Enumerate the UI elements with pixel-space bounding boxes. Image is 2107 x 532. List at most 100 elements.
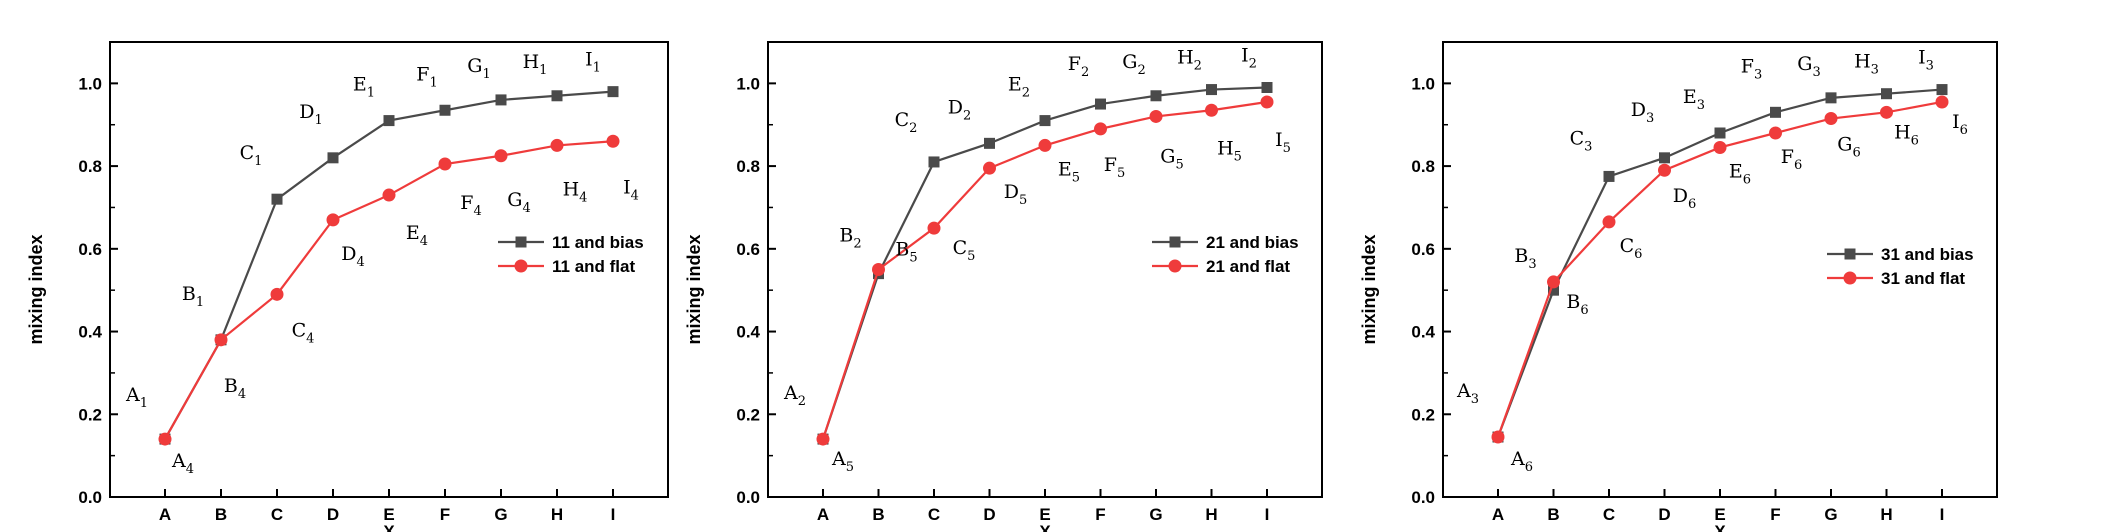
legend-label: 21 and bias bbox=[1206, 233, 1299, 252]
data-point-square bbox=[1881, 88, 1892, 100]
data-point-circle bbox=[270, 287, 284, 301]
y-tick-label: 0.4 bbox=[736, 323, 760, 342]
x-tick-label: I bbox=[1265, 505, 1270, 524]
point-label: C3 bbox=[1570, 127, 1593, 154]
x-tick-label: A bbox=[817, 505, 829, 524]
data-point-square bbox=[1548, 284, 1559, 296]
data-point-circle bbox=[1935, 95, 1949, 109]
data-point-square bbox=[327, 152, 339, 164]
data-point-square bbox=[1039, 115, 1051, 127]
point-label: C6 bbox=[1620, 235, 1643, 262]
y-tick-label: 0.6 bbox=[78, 240, 102, 259]
data-point-circle bbox=[606, 134, 620, 148]
data-point-square bbox=[383, 115, 395, 127]
data-point-circle bbox=[1038, 138, 1052, 152]
data-point-square bbox=[271, 193, 283, 205]
x-tick-label: D bbox=[983, 505, 995, 524]
legend-marker-circle bbox=[1168, 259, 1182, 273]
point-label: D3 bbox=[1631, 99, 1655, 126]
data-point-square bbox=[1603, 170, 1615, 182]
x-tick-label: G bbox=[494, 505, 507, 524]
y-tick-label: 0.6 bbox=[736, 240, 760, 259]
data-point-square bbox=[1714, 127, 1726, 139]
data-point-circle bbox=[1824, 112, 1838, 126]
y-tick-label: 0.4 bbox=[78, 323, 102, 342]
data-point-circle bbox=[214, 333, 228, 347]
data-point-circle bbox=[927, 221, 941, 235]
x-tick-label: H bbox=[1205, 505, 1217, 524]
point-label: F2 bbox=[1068, 53, 1089, 80]
data-point-square bbox=[928, 156, 940, 168]
x-tick-label: C bbox=[271, 505, 283, 524]
point-label: E3 bbox=[1683, 86, 1705, 113]
data-point-circle bbox=[438, 157, 452, 171]
point-label: B3 bbox=[1514, 245, 1536, 272]
data-point-square bbox=[1825, 92, 1837, 104]
data-point-circle bbox=[550, 138, 564, 152]
x-tick-label: E bbox=[383, 505, 394, 524]
y-tick-label: 0.6 bbox=[1411, 240, 1435, 259]
y-tick-label: 0.4 bbox=[1411, 323, 1435, 342]
point-label: I3 bbox=[1918, 47, 1934, 74]
legend-marker-circle bbox=[1843, 271, 1857, 285]
legend-marker-square bbox=[515, 236, 527, 248]
x-tick-label: F bbox=[440, 505, 450, 524]
point-label: C5 bbox=[953, 237, 976, 264]
point-label: I1 bbox=[585, 49, 601, 76]
data-point-circle bbox=[326, 213, 340, 227]
point-label: I5 bbox=[1275, 129, 1291, 156]
point-label: G1 bbox=[467, 55, 490, 82]
legend-label: 31 and flat bbox=[1881, 269, 1965, 288]
point-label: B4 bbox=[224, 375, 246, 402]
point-label: A4 bbox=[171, 450, 194, 477]
y-tick-label: 0.0 bbox=[736, 488, 760, 507]
data-point-circle bbox=[158, 432, 172, 446]
y-tick-label: 0.8 bbox=[78, 157, 102, 176]
point-label: F5 bbox=[1104, 154, 1125, 181]
point-label: H6 bbox=[1894, 121, 1919, 148]
legend-label: 11 and flat bbox=[552, 257, 635, 276]
y-tick-label: 1.0 bbox=[1411, 74, 1435, 93]
y-tick-label: 0.0 bbox=[78, 488, 102, 507]
data-point-square bbox=[1659, 152, 1670, 164]
point-label: I2 bbox=[1241, 45, 1257, 72]
point-label: B6 bbox=[1566, 291, 1588, 318]
x-tick-label: C bbox=[1603, 505, 1615, 524]
x-axis-title: X bbox=[1039, 522, 1051, 532]
y-tick-label: 0.0 bbox=[1411, 488, 1435, 507]
data-point-circle bbox=[1260, 95, 1274, 109]
legend-label: 31 and bias bbox=[1881, 245, 1974, 264]
y-tick-label: 0.2 bbox=[736, 405, 760, 424]
data-point-circle bbox=[816, 432, 830, 446]
x-tick-label: H bbox=[1880, 505, 1892, 524]
x-tick-label: H bbox=[551, 505, 563, 524]
data-point-circle bbox=[1205, 103, 1218, 117]
data-point-circle bbox=[1713, 140, 1727, 154]
x-tick-label: F bbox=[1770, 505, 1780, 524]
point-label: H1 bbox=[523, 51, 548, 78]
point-label: G5 bbox=[1160, 145, 1183, 172]
point-label: H5 bbox=[1217, 137, 1242, 164]
point-label: I4 bbox=[623, 176, 639, 203]
data-point-square bbox=[984, 137, 995, 149]
point-label: D4 bbox=[341, 243, 365, 270]
y-axis-title: mixing index bbox=[684, 234, 704, 344]
data-point-square bbox=[1261, 82, 1273, 93]
point-label: H4 bbox=[563, 178, 588, 205]
y-axis-title: mixing index bbox=[26, 234, 46, 344]
point-label: G2 bbox=[1122, 51, 1145, 78]
data-point-circle bbox=[1149, 109, 1163, 123]
data-point-circle bbox=[1094, 122, 1107, 136]
point-label: G6 bbox=[1837, 134, 1860, 161]
data-point-square bbox=[551, 90, 563, 102]
data-point-circle bbox=[1602, 215, 1616, 229]
y-axis-title: mixing index bbox=[1359, 234, 1379, 344]
x-tick-label: A bbox=[1492, 505, 1504, 524]
x-tick-label: F bbox=[1095, 505, 1105, 524]
data-point-square bbox=[1936, 84, 1948, 96]
x-tick-label: G bbox=[1149, 505, 1162, 524]
point-label: F1 bbox=[416, 63, 437, 90]
